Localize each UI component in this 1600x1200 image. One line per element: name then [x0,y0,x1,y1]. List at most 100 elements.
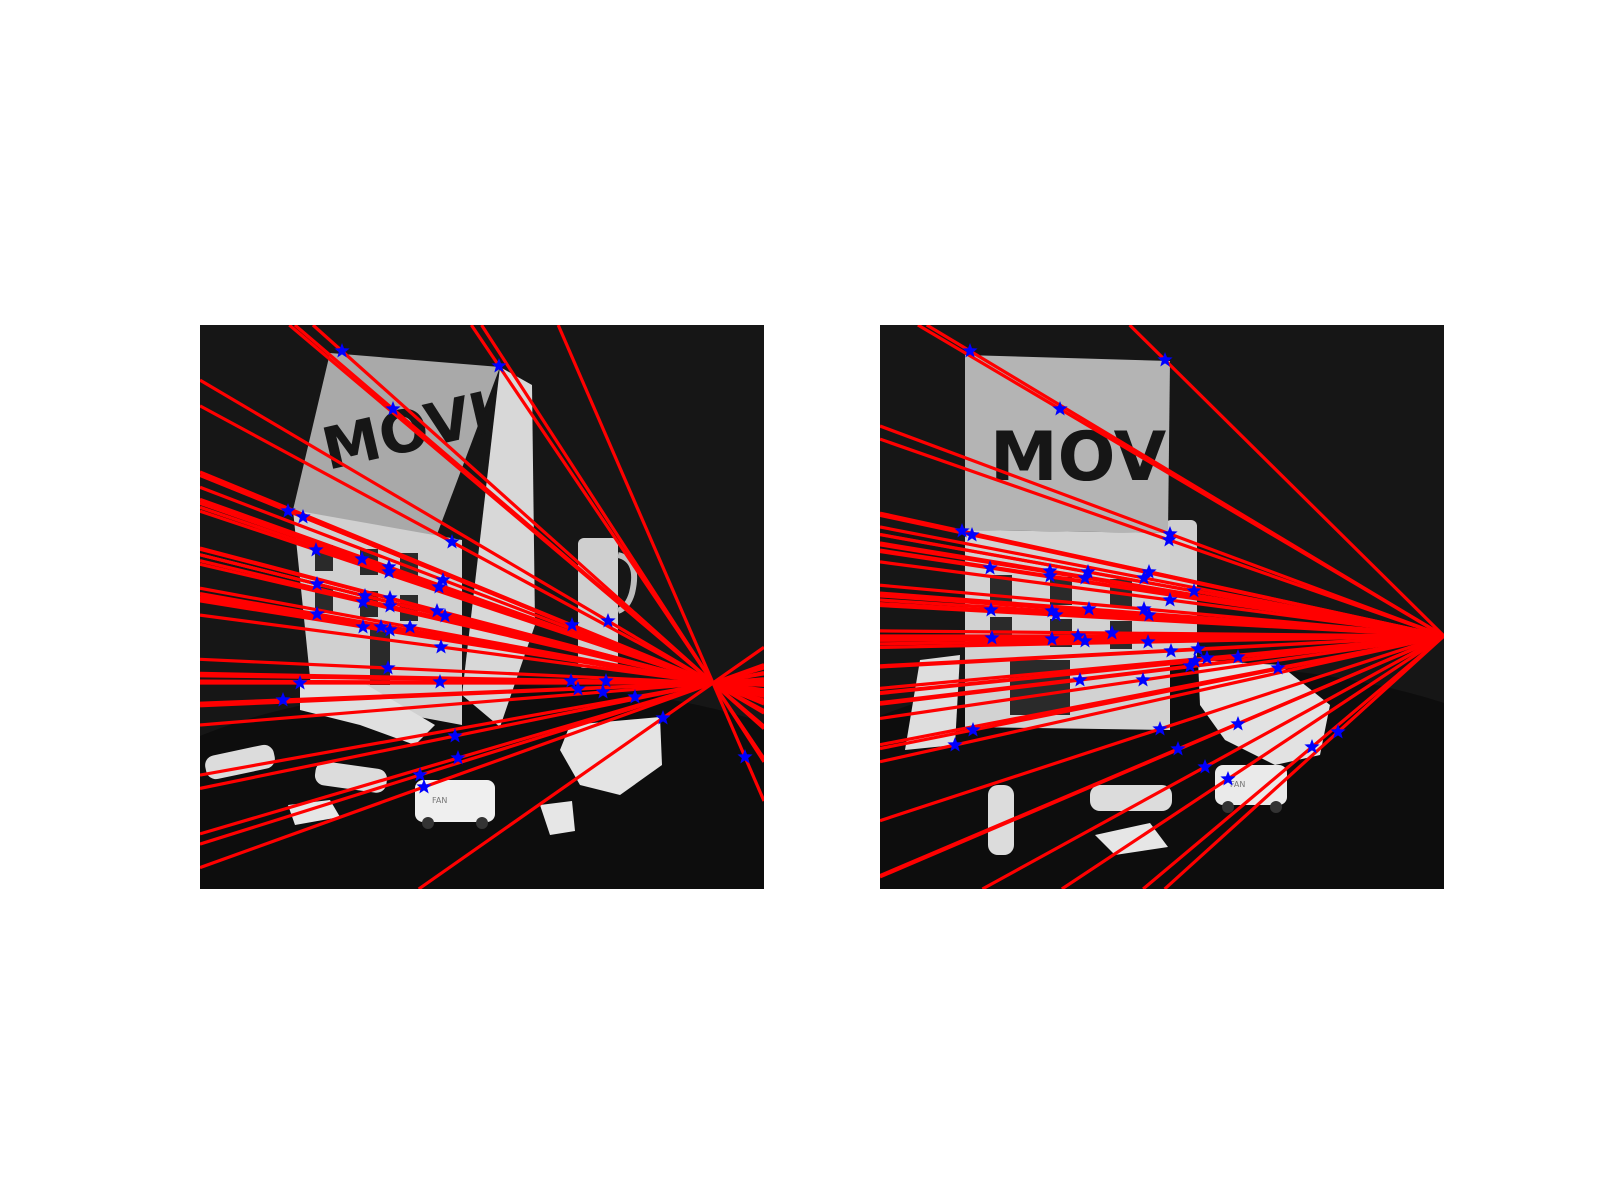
feature-point-marker [433,639,449,654]
house-roof-front [965,355,1170,533]
epipolar-line [880,634,1444,721]
feature-point-marker [1044,631,1060,646]
feature-point-marker [295,509,311,524]
feature-point-marker [444,534,460,549]
epipolar-line [200,663,764,870]
feature-point-marker [1077,570,1093,585]
feature-point-marker [563,673,579,688]
paper-strip [905,655,960,750]
feature-point-marker [1187,653,1203,668]
feature-point-marker [984,630,1000,645]
epipolar-line [200,679,764,705]
feature-point-marker [416,779,432,794]
van-wheel [476,817,488,829]
feature-point-marker [437,608,453,623]
feature-point-marker [1190,641,1206,656]
feature-point-marker [1162,526,1178,541]
feature-point-marker [432,674,448,689]
feature-point-marker [309,576,325,591]
feature-point-marker [431,579,447,594]
feature-point-marker [412,767,428,782]
feature-point-marker [309,606,325,621]
epipolar-line [200,378,764,715]
feature-point-marker [1077,633,1093,648]
feature-point-marker [600,613,616,628]
van-wheel [422,817,434,829]
feature-point-marker [1170,741,1186,756]
feature-point-marker [1136,601,1152,616]
feature-point-marker [962,343,978,358]
feature-point-marker [381,564,397,579]
feature-point-marker [1052,401,1068,416]
feature-point-marker [450,750,466,765]
feature-point-marker [1072,672,1088,687]
epipolar-lines [880,325,1444,889]
feature-point-marker [1220,771,1236,786]
epipolar-line [880,634,1444,706]
feature-point-marker [982,560,998,575]
feature-point-marker [1163,643,1179,658]
feature-point-marker [308,542,324,557]
feature-point-marker [357,588,373,603]
feature-point-marker [1157,352,1173,367]
epipolar-lines [200,325,764,889]
feature-point-marker [275,692,291,707]
epipolar-line [288,325,764,728]
epipolar-line [200,677,764,727]
feature-point-marker [1330,724,1346,739]
epipolar-line [480,325,764,763]
feature-point-marker [1162,592,1178,607]
right-view-image: MOVI FAN [880,325,1444,889]
van-wheel [1222,801,1234,813]
feature-point-marker [1186,583,1202,598]
paper-scrap [288,800,340,825]
feature-point-marker [292,675,308,690]
feature-point-marker [1197,759,1213,774]
epipolar-line [200,501,764,703]
epipolar-line [200,665,764,846]
feature-point-marker [382,590,398,605]
feature-point-marker [655,710,671,725]
feature-point-marker [1141,564,1157,579]
house-roof-front [293,353,500,553]
feature-point-marker [385,401,401,416]
feature-point-marker [1304,739,1320,754]
epipolar-line [556,325,764,802]
feature-point-marker [737,749,753,764]
feature-point-marker [380,660,396,675]
feature-point-marker [1048,607,1064,622]
feature-point-marker [570,681,586,696]
toy-van [415,780,495,822]
epipolar-line [200,553,764,698]
feature-point-marker [429,603,445,618]
epipolar-line [1060,634,1444,889]
epipolar-line [200,670,764,790]
house-logo: MOVI [990,418,1192,497]
epipolar-line [880,634,1444,650]
epipolar-line [880,634,1444,878]
epipolar-line [981,634,1444,889]
feature-point-marker [373,619,389,634]
epipolar-line [880,634,1444,668]
epipolar-line [200,470,764,706]
feature-point-marker [1080,564,1096,579]
epipolar-line [1163,634,1444,889]
tube-1 [988,785,1014,855]
feature-point-marker [1044,603,1060,618]
tube-2 [1090,785,1172,811]
feature-point-marker [402,619,418,634]
epipolar-line [880,629,1444,638]
feature-point-marker [627,689,643,704]
feature-point-marker [965,722,981,737]
epipolar-line [1142,634,1444,889]
feature-point-marker [1104,625,1120,640]
feature-point-marker [382,598,398,613]
feature-point-marker [1141,607,1157,622]
epipolar-line [417,645,764,889]
epipolar-line [880,634,1444,764]
epipolar-line [880,634,1444,696]
paper-scrap [540,801,575,835]
epipolar-line [200,613,764,692]
feature-point-marker [491,358,507,373]
feature-point-marker [1136,570,1152,585]
